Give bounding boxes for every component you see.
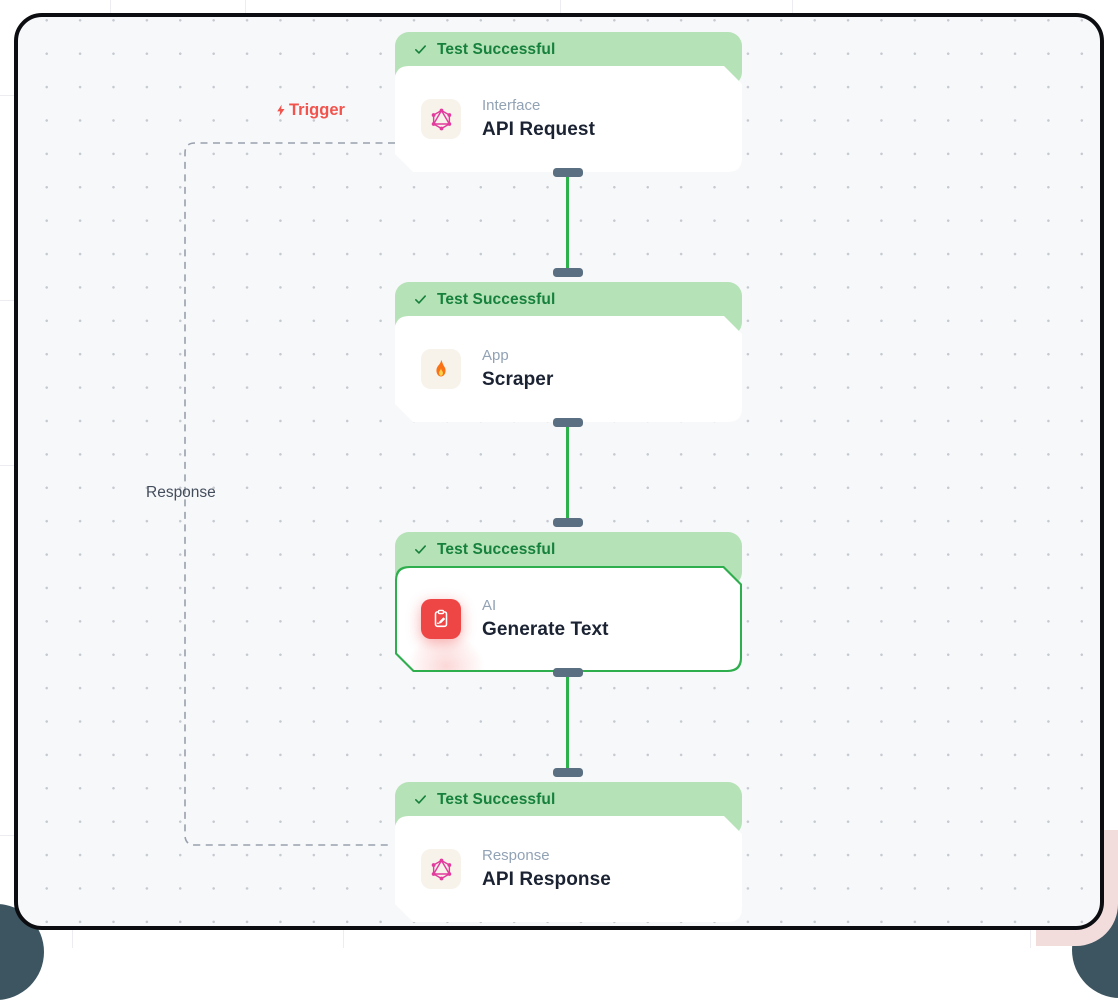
trigger-label-text: Trigger [289, 101, 345, 120]
trigger-edge-label: Trigger [274, 101, 345, 120]
input-handle[interactable] [553, 768, 583, 777]
node-api-response[interactable]: Test Successful [395, 782, 742, 923]
graphql-icon [421, 99, 461, 139]
icon-glow [407, 634, 485, 698]
status-text: Test Successful [437, 791, 555, 809]
page-background: Trigger Response Test Successful [0, 0, 1118, 948]
input-handle[interactable] [553, 518, 583, 527]
node-title: API Request [482, 119, 595, 141]
node-title: Generate Text [482, 619, 609, 641]
connector-edge[interactable] [566, 174, 569, 270]
node-category: AI [482, 597, 609, 614]
status-text: Test Successful [437, 291, 555, 309]
graphql-icon [421, 849, 461, 889]
node-api-request[interactable]: Test Successful [395, 32, 742, 173]
node-card[interactable]: AI Generate Text [395, 566, 742, 672]
check-icon [413, 792, 428, 807]
input-handle[interactable] [553, 268, 583, 277]
connector-edge[interactable] [566, 424, 569, 520]
connector-edge[interactable] [566, 674, 569, 770]
output-handle[interactable] [553, 168, 583, 177]
node-title: Scraper [482, 369, 553, 391]
node-category: Interface [482, 97, 595, 114]
clipboard-pen-icon [421, 599, 461, 639]
status-text: Test Successful [437, 541, 555, 559]
status-text: Test Successful [437, 41, 555, 59]
fire-icon [421, 349, 461, 389]
lightning-bolt-icon [274, 102, 288, 119]
node-title: API Response [482, 869, 611, 891]
check-icon [413, 292, 428, 307]
output-handle[interactable] [553, 668, 583, 677]
response-edge-label: Response [146, 484, 216, 502]
node-card[interactable]: Response API Response [395, 816, 742, 922]
node-generate-text[interactable]: Test Successful AI [395, 532, 742, 673]
node-scraper[interactable]: Test Successful App Scraper [395, 282, 742, 423]
node-category: App [482, 347, 553, 364]
output-handle[interactable] [553, 418, 583, 427]
node-card[interactable]: Interface API Request [395, 66, 742, 172]
node-category: Response [482, 847, 611, 864]
check-icon [413, 42, 428, 57]
node-card[interactable]: App Scraper [395, 316, 742, 422]
check-icon [413, 542, 428, 557]
